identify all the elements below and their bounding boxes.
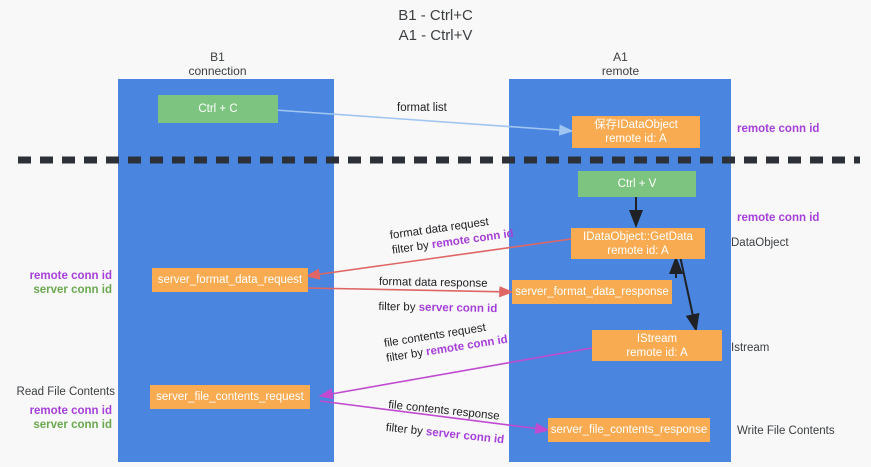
server-conn-id-text-1: server conn id xyxy=(418,301,498,316)
annotation-dataobject: DataObject xyxy=(731,237,789,249)
annotation-server-conn-id-left-bot-text: server conn id xyxy=(33,419,112,431)
edge-label-filter-server-conn-id-1: filter by server conn id xyxy=(378,300,497,317)
node-server-file-contents-request[interactable]: server_file_contents_request xyxy=(150,385,310,409)
node-ctrl-c[interactable]: Ctrl + C xyxy=(158,95,278,123)
filter-by-text-2: filter by xyxy=(378,300,419,314)
annotation-server-conn-id-left-mid-text: server conn id xyxy=(33,284,112,296)
edge-label-file-contents-response: file contents response xyxy=(387,398,501,423)
annotation-remote-conn-id-left-mid: remote conn id xyxy=(0,269,112,284)
node-save-idataobject[interactable]: 保存IDataObject remote id: A xyxy=(572,116,700,148)
annotation-write-file-contents: Write File Contents xyxy=(737,425,835,437)
node-server-file-contents-response[interactable]: server_file_contents_response xyxy=(548,418,710,442)
annotation-remote-conn-id-top: remote conn id xyxy=(737,123,820,135)
edge-label-file-contents-request-group: file contents request filter by remote c… xyxy=(383,318,509,367)
filter-by-text-1: filter by xyxy=(391,239,433,257)
node-server-format-data-request[interactable]: server_format_data_request xyxy=(152,268,308,292)
filter-by-text-4: filter by xyxy=(385,421,427,439)
server-conn-id-text-2: server conn id xyxy=(425,426,505,447)
annotation-read-file-contents: Read File Contents xyxy=(16,386,115,398)
page-title: B1 - Ctrl+C A1 - Ctrl+V xyxy=(398,7,473,44)
node-idataobject-getdata[interactable]: IDataObject::GetData remote id: A xyxy=(571,228,705,259)
annotation-remote-conn-id-mid: remote conn id xyxy=(737,212,820,224)
annotation-remote-conn-id-left-bot-text: remote conn id xyxy=(29,405,112,417)
column-header-a1: A1 remote xyxy=(601,50,640,78)
annotation-remote-conn-id-left-bot: remote conn id xyxy=(0,404,112,419)
node-server-format-data-response[interactable]: server_format_data_response xyxy=(512,280,672,304)
edge-label-format-data-response: format data response xyxy=(378,275,488,290)
edge-label-format-data-response-group: format data response filter by server co… xyxy=(378,275,498,317)
edge-label-filter-server-conn-id-2: filter by server conn id xyxy=(385,421,505,448)
edge-label-format-data-request-group: format data request filter by remote con… xyxy=(389,212,515,259)
edge-label-file-contents-response-group: file contents response filter by server … xyxy=(385,398,507,448)
node-ctrl-v[interactable]: Ctrl + V xyxy=(578,171,696,197)
annotation-server-conn-id-left-mid: server conn id xyxy=(0,283,112,298)
column-header-b1: B1 connection xyxy=(188,50,247,78)
edge-label-format-list: format list xyxy=(397,102,447,114)
node-istream[interactable]: IStream remote id: A xyxy=(592,330,722,361)
annotation-server-conn-id-left-bot: server conn id xyxy=(0,418,112,433)
annotation-remote-conn-id-left-mid-text: remote conn id xyxy=(29,270,112,282)
annotation-istream: Istream xyxy=(731,342,770,354)
